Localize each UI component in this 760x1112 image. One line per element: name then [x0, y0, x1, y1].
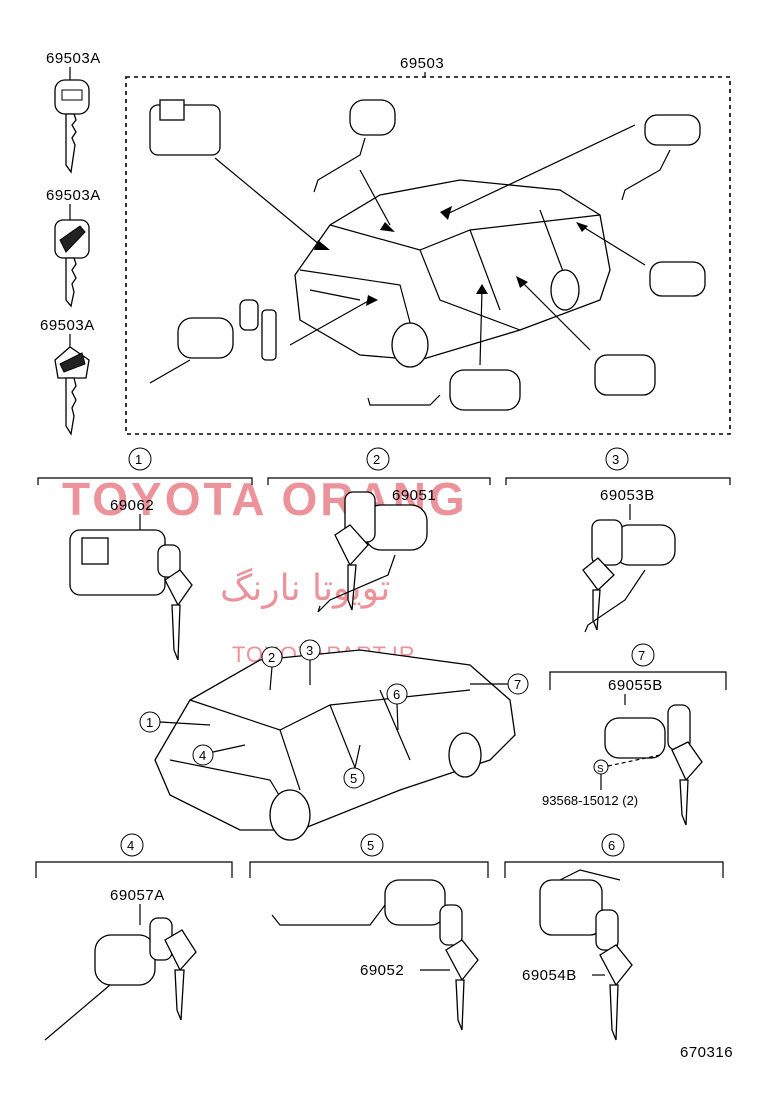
svg-text:4: 4: [127, 838, 134, 853]
key-1: 69503A: [46, 50, 101, 174]
asm-rear-door-lock: [516, 276, 656, 396]
part-69057A: 69057A: [110, 887, 165, 904]
svg-text:1: 1: [135, 452, 142, 467]
assembly-label: 69503: [400, 55, 444, 72]
section-1: 1 69062: [37, 447, 253, 661]
key-3-label: 69503A: [40, 317, 95, 334]
section-7: 7 69055B S 93568-15012 (2): [542, 643, 727, 826]
section-4: 4 69057A: [35, 833, 233, 1041]
section-3: 3 69053B: [505, 447, 731, 633]
washer-symbol: S: [597, 764, 604, 775]
van-callout-7: 7: [470, 673, 529, 695]
svg-text:2: 2: [268, 650, 275, 665]
key-3: 69503A: [40, 317, 95, 436]
van-callout-2: 2: [261, 646, 283, 691]
part-93568-15012: 93568-15012 (2): [542, 793, 638, 808]
svg-text:7: 7: [514, 677, 521, 692]
svg-text:5: 5: [367, 838, 374, 853]
key-2-label: 69503A: [46, 187, 101, 204]
key-2: 69503A: [46, 187, 101, 308]
asm-back-door-lock: [440, 114, 701, 220]
part-69055B: 69055B: [608, 677, 663, 694]
asm-ignition: [149, 99, 330, 250]
asm-slide-door-lock: [576, 222, 706, 297]
part-69054B: 69054B: [522, 967, 577, 984]
svg-text:3: 3: [612, 452, 619, 467]
asm-door-lock-1: [313, 99, 396, 232]
part-69062: 69062: [110, 497, 154, 514]
van-callout-6: 6: [386, 683, 408, 731]
diagram-code: 670316: [680, 1044, 733, 1061]
part-69052: 69052: [360, 962, 404, 979]
asm-side-door-lock: [367, 284, 521, 411]
watermark-line2: تویوتا نارنگ: [220, 567, 390, 609]
van-callout-1: 1: [139, 711, 211, 733]
part-69051: 69051: [392, 487, 436, 504]
svg-text:6: 6: [608, 838, 615, 853]
svg-text:2: 2: [373, 452, 380, 467]
section-6: 6 69054B: [504, 833, 724, 1041]
svg-text:6: 6: [393, 687, 400, 702]
svg-text:5: 5: [350, 771, 357, 786]
asm-door-cylinder-front: [149, 295, 378, 384]
part-69053B: 69053B: [600, 487, 655, 504]
svg-text:3: 3: [306, 643, 313, 658]
svg-text:4: 4: [199, 748, 206, 763]
section-5: 5 69052: [249, 833, 489, 1031]
svg-text:7: 7: [638, 648, 645, 663]
van-callout-5: 5: [343, 744, 365, 789]
van-bottom: 1 2 3 4 5 6 7: [139, 639, 529, 841]
van-callout-4: 4: [192, 744, 246, 766]
van-top: [294, 179, 611, 368]
key-1-label: 69503A: [46, 50, 101, 67]
svg-text:1: 1: [146, 715, 153, 730]
van-callout-3: 3: [299, 639, 321, 685]
section-2: 2 69051: [267, 447, 491, 613]
